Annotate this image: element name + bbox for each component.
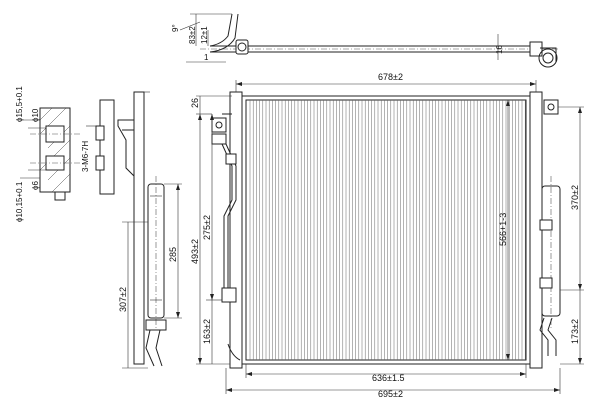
dim-width-core: 636±1.5 [372,373,404,383]
top-pipe-view [179,13,560,68]
dim-height-right: 370±2 [570,185,580,210]
dim-width-overall: 695±2 [378,389,403,399]
dim-pipe-83: 83±2 [188,26,197,44]
flange-section [20,99,115,201]
dim-dia-6: ϕ6 [31,181,40,190]
dim-height-left-low: 163±2 [202,319,212,344]
dim-dia-10: ϕ10 [31,108,40,122]
dim-receiver-len: 285 [168,247,178,262]
dim-top-offset: 26 [190,98,200,108]
dim-pipe-12: 12±1 [200,26,209,44]
dim-pipe-16: 16 [495,45,504,54]
dim-height-left: 493±2 [190,239,200,264]
main-dimensions [196,80,584,394]
condenser-fins [249,100,526,360]
dim-receiver-total: 307±2 [118,287,128,312]
dimension-arrows [176,82,582,392]
dim-height-core: 566+1-3 [498,213,508,246]
dim-width-top: 678±2 [378,72,403,82]
side-view [117,91,182,369]
dim-thread: 3-M6-7H [81,141,90,172]
condenser-front-view [211,91,561,369]
dim-angle: 9° [171,24,180,32]
dim-height-right-low: 173±2 [570,319,580,344]
dim-pipe-1: 1 [204,53,209,62]
dim-dia-10-15: ϕ10,15+0.1 [15,181,24,222]
dim-dia-15: ϕ15,5+0.1 [15,86,24,122]
dim-height-left-upper: 275±2 [202,215,212,240]
